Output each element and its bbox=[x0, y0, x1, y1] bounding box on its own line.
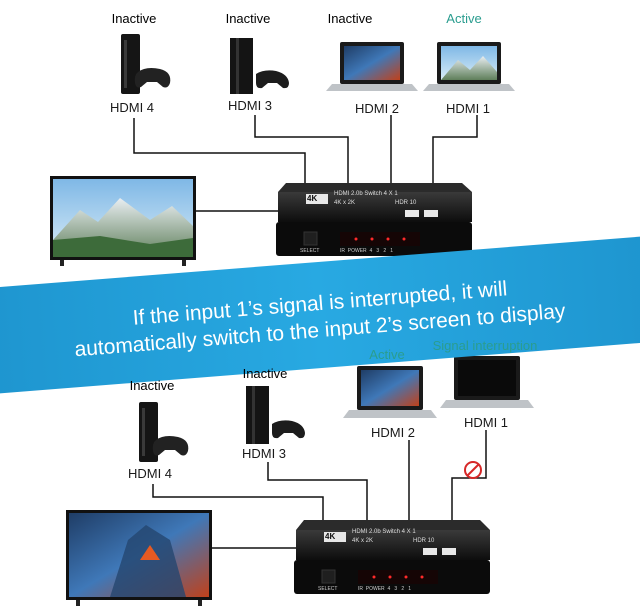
top-state-hdmi3: Inactive bbox=[225, 11, 271, 26]
top-port-hdmi3: HDMI 3 bbox=[227, 98, 273, 113]
top-switch-title: HDMI 2.0b Switch 4 X 1 bbox=[334, 191, 398, 197]
top-switch-select-label: SELECT bbox=[300, 248, 320, 254]
bottom-switch-spec: 4K x 2K bbox=[352, 538, 374, 544]
top-playstation-console bbox=[230, 38, 289, 94]
bottom-port-hdmi2: HDMI 2 bbox=[370, 425, 416, 440]
bottom-port-hdmi1: HDMI 1 bbox=[463, 415, 509, 430]
prohibit-icon bbox=[464, 461, 482, 479]
cable-top-hdmi4 bbox=[133, 118, 306, 183]
cable-top-hdmi3 bbox=[254, 115, 349, 183]
bottom-laptop-hdmi1 bbox=[440, 356, 534, 408]
top-switch-hdr: HDR 10 bbox=[395, 200, 417, 206]
top-cables bbox=[133, 115, 478, 212]
bottom-switch-logo: 4K bbox=[325, 532, 336, 541]
top-state-hdmi4: Inactive bbox=[111, 11, 157, 26]
top-xbox-console bbox=[121, 34, 171, 94]
bottom-state-hdmi2: Active bbox=[369, 347, 405, 362]
bottom-cables bbox=[152, 430, 487, 549]
top-laptop-hdmi1 bbox=[423, 42, 515, 91]
bottom-playstation-console bbox=[246, 386, 305, 444]
bottom-switch-select-label: SELECT bbox=[318, 586, 338, 592]
top-tv bbox=[50, 176, 196, 266]
bottom-xbox-console bbox=[139, 402, 189, 462]
bottom-switch-title: HDMI 2.0b Switch 4 X 1 bbox=[352, 529, 416, 535]
bottom-switch-front-labels: IR POWER 4 3 2 1 bbox=[358, 586, 412, 592]
top-switch-spec: 4K x 2K bbox=[334, 200, 356, 206]
top-switch bbox=[276, 183, 472, 256]
cable-top-hdmi1 bbox=[432, 115, 478, 183]
top-state-hdmi2: Inactive bbox=[327, 11, 373, 26]
top-port-hdmi2: HDMI 2 bbox=[354, 101, 400, 116]
top-switch-front-labels: IR POWER 4 3 2 1 bbox=[340, 248, 394, 254]
bottom-state-hdmi4: Inactive bbox=[129, 378, 175, 393]
bottom-state-hdmi1: Signal interruption bbox=[432, 338, 538, 353]
cable-bottom-hdmi3 bbox=[267, 462, 368, 520]
bottom-switch-hdr: HDR 10 bbox=[413, 538, 435, 544]
top-laptop-hdmi2 bbox=[326, 42, 418, 91]
top-switch-logo: 4K bbox=[307, 194, 318, 203]
bottom-state-hdmi3: Inactive bbox=[242, 366, 288, 381]
bottom-tv bbox=[66, 510, 212, 606]
top-state-hdmi1: Active bbox=[446, 11, 482, 26]
cable-bottom-hdmi4 bbox=[152, 484, 324, 520]
top-port-hdmi4: HDMI 4 bbox=[109, 100, 155, 115]
bottom-switch bbox=[294, 520, 490, 594]
bottom-port-hdmi4: HDMI 4 bbox=[127, 466, 173, 481]
bottom-port-hdmi3: HDMI 3 bbox=[241, 446, 287, 461]
top-port-hdmi1: HDMI 1 bbox=[445, 101, 491, 116]
bottom-laptop-hdmi2 bbox=[343, 366, 437, 418]
